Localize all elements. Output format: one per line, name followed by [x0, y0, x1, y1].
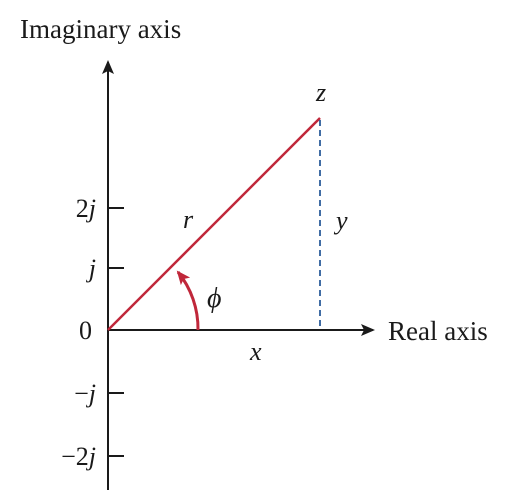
imaginary-axis-label: Imaginary axis	[20, 14, 181, 44]
label-r: r	[183, 205, 194, 234]
real-axis-label: Real axis	[388, 316, 488, 346]
tick-label-0: 0	[79, 316, 92, 345]
tick-label-neg-2j: −2j	[61, 442, 96, 471]
tick-label-neg-j: −j	[74, 379, 96, 408]
label-z: z	[315, 78, 326, 107]
vector-r	[107, 117, 321, 331]
tick-label-j: j	[86, 254, 96, 283]
angle-arc	[176, 270, 200, 331]
label-x: x	[249, 337, 262, 366]
label-y: y	[333, 206, 348, 235]
tick-label-2j: 2j	[76, 194, 96, 223]
label-phi: ϕ	[207, 283, 222, 314]
